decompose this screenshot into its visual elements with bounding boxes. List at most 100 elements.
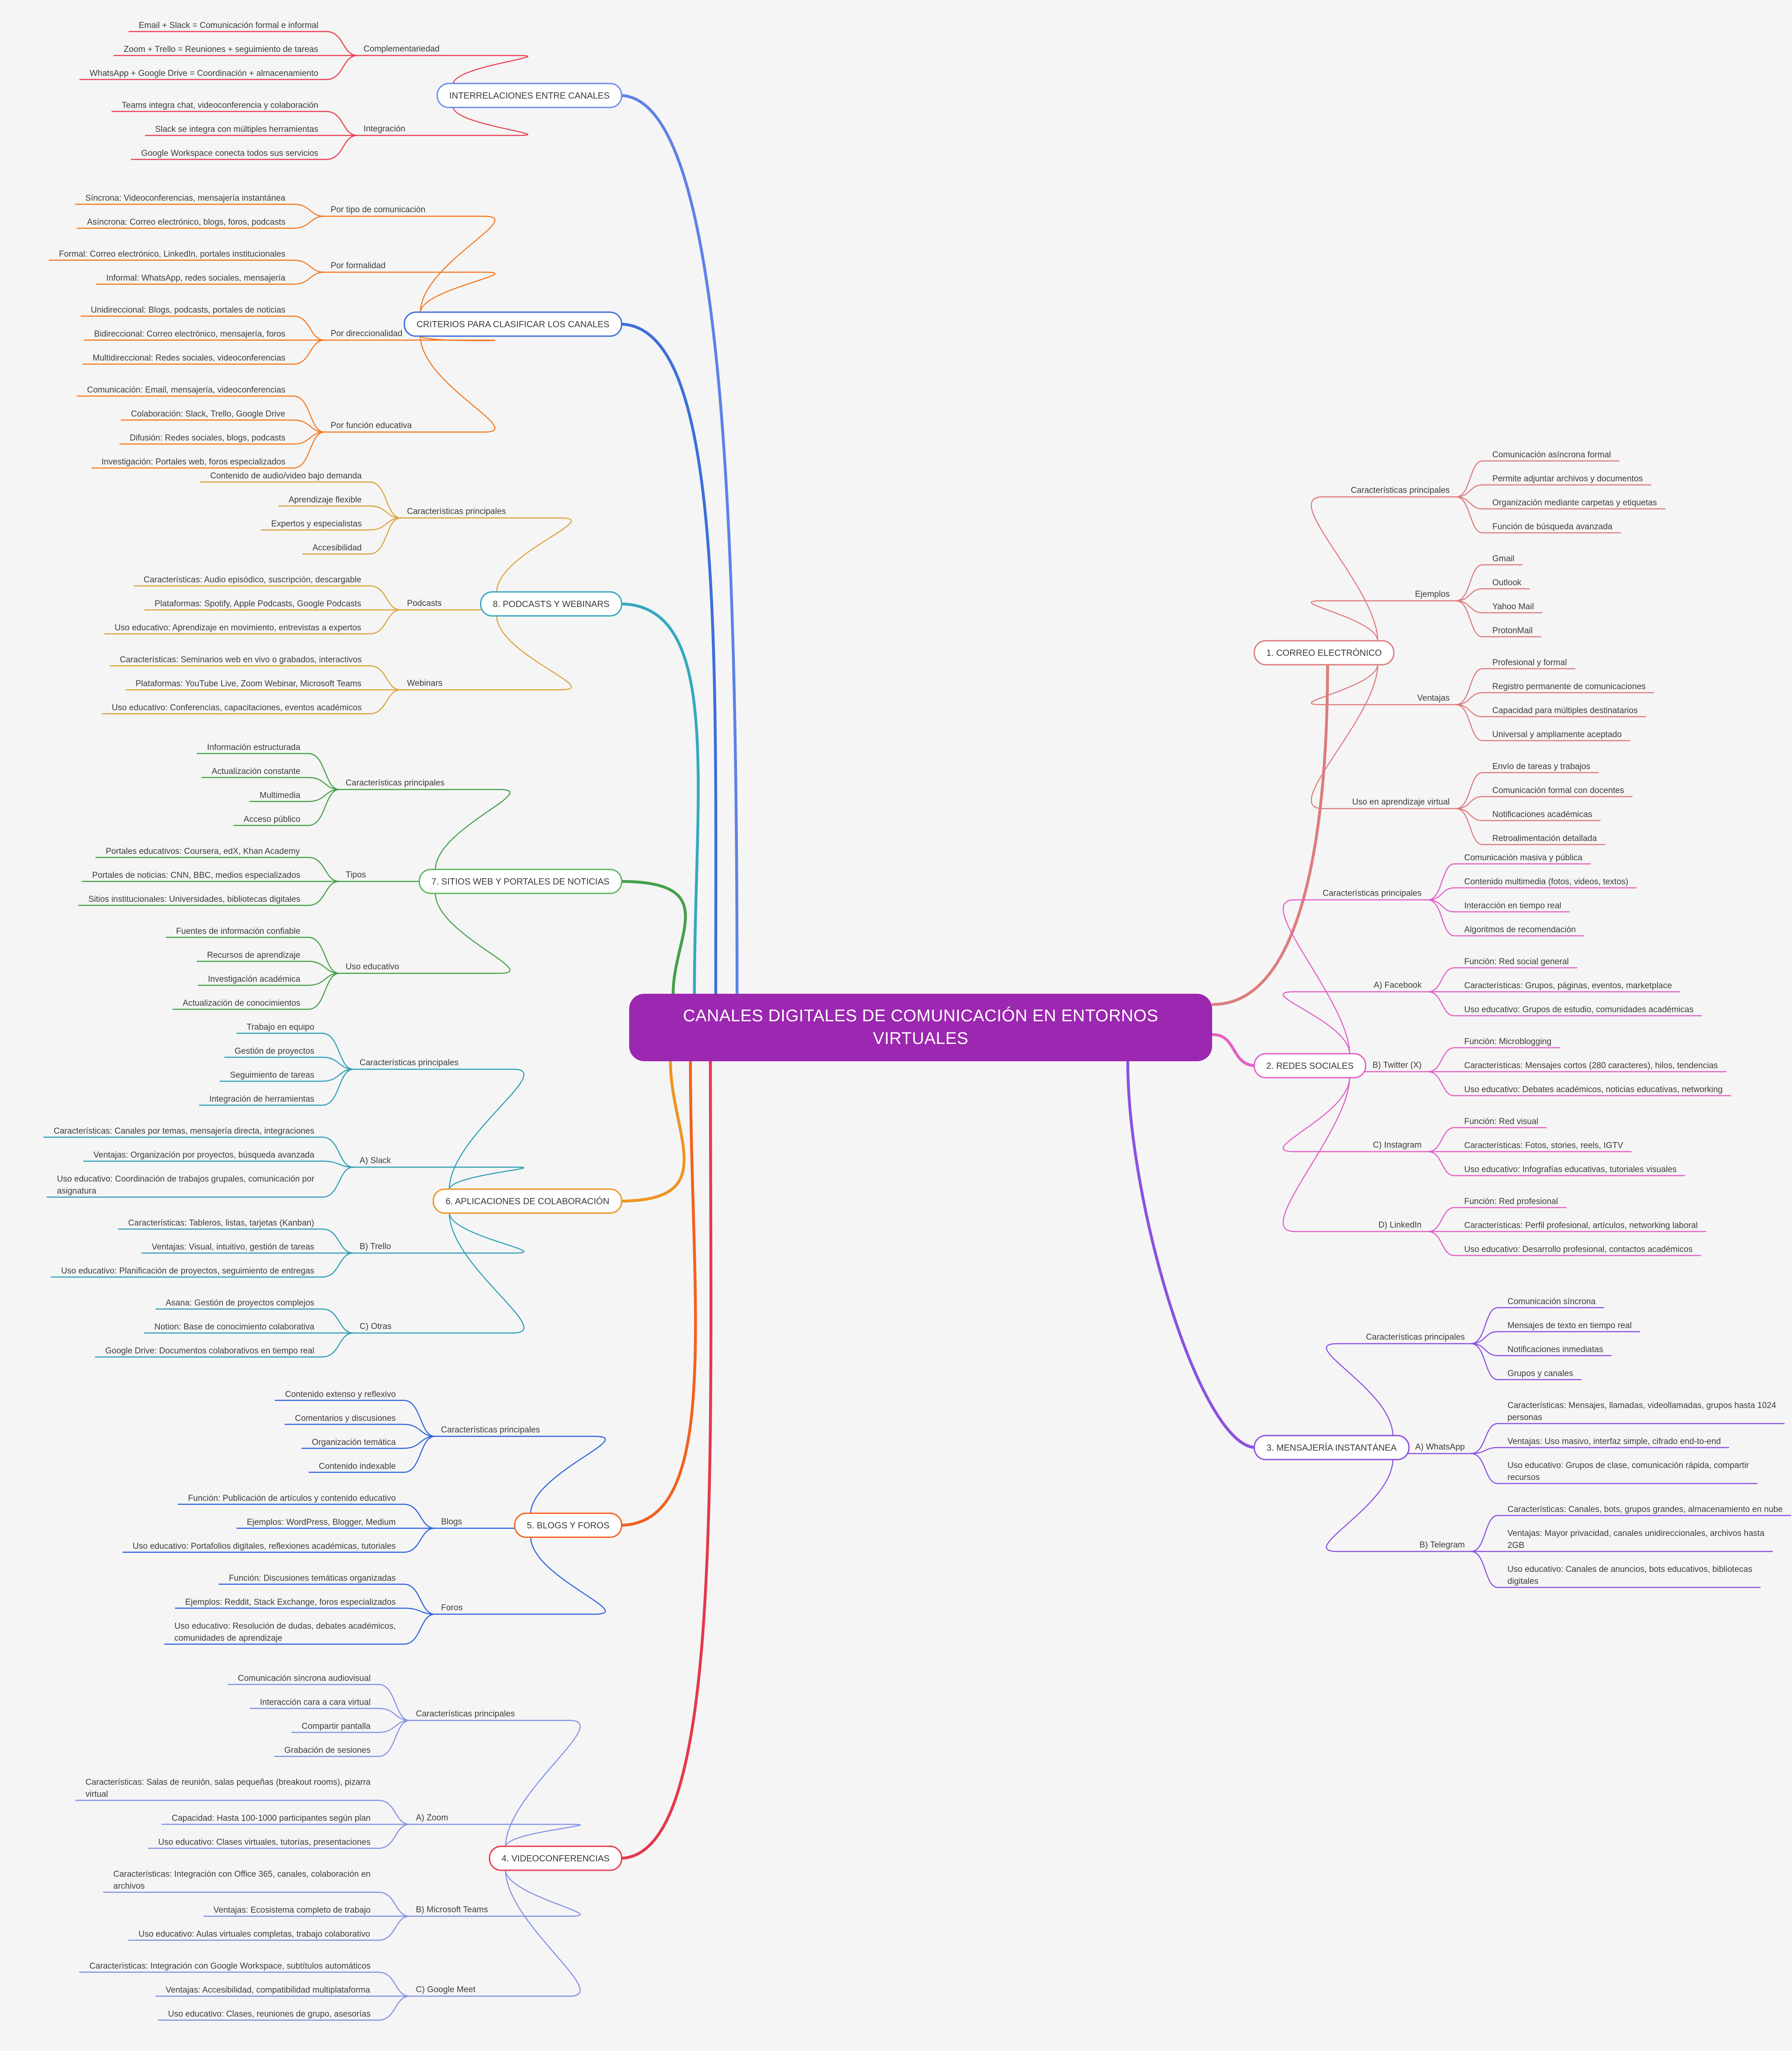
leaf-text[interactable]: Función: Red profesional: [1464, 1197, 1558, 1206]
leaf-text[interactable]: Portales educativos: Coursera, edX, Khan…: [106, 847, 300, 856]
topic-node-sitios[interactable]: 7. SITIOS WEB Y PORTALES DE NOTICIAS: [418, 869, 622, 894]
leaf-text[interactable]: Función: Red social general: [1464, 957, 1569, 967]
leaf-text[interactable]: WhatsApp + Google Drive = Coordinación +…: [90, 69, 318, 78]
leaf-text[interactable]: Características: Integración con Google …: [89, 1962, 370, 1971]
leaf-text[interactable]: 2GB: [1507, 1541, 1524, 1550]
leaf-text[interactable]: Función: Red visual: [1464, 1117, 1538, 1127]
subtopic-label[interactable]: C) Google Meet: [416, 1985, 476, 1995]
leaf-text[interactable]: Ventajas: Uso masivo, interfaz simple, c…: [1507, 1437, 1721, 1446]
leaf-text[interactable]: Función de búsqueda avanzada: [1492, 522, 1613, 532]
leaf-text[interactable]: virtual: [86, 1790, 108, 1799]
topic-node-redes[interactable]: 2. REDES SOCIALES: [1253, 1053, 1367, 1079]
subtopic-label[interactable]: Características principales: [416, 1710, 515, 1719]
leaf-text[interactable]: Características: Canales, bots, grupos g…: [1507, 1505, 1783, 1514]
leaf-text[interactable]: Acceso público: [244, 815, 301, 824]
subtopic-label[interactable]: Por formalidad: [331, 261, 386, 270]
topic-node-box[interactable]: [404, 311, 622, 337]
leaf-text[interactable]: Expertos y especialistas: [271, 520, 362, 529]
leaf-text[interactable]: Comunicación asíncrona formal: [1492, 450, 1611, 460]
leaf-text[interactable]: Algoritmos de recomendación: [1464, 925, 1576, 935]
leaf-text[interactable]: Integración de herramientas: [209, 1095, 314, 1104]
leaf-text[interactable]: Ventajas: Organización por proyectos, bú…: [93, 1150, 314, 1160]
leaf-text[interactable]: Actualización constante: [212, 767, 301, 776]
leaf-text[interactable]: Función: Publicación de artículos y cont…: [188, 1494, 396, 1503]
leaf-text[interactable]: Organización temática: [312, 1438, 396, 1447]
leaf-text[interactable]: Mensajes de texto en tiempo real: [1507, 1321, 1632, 1330]
leaf-text[interactable]: Notion: Base de conocimiento colaborativ…: [155, 1322, 315, 1332]
topic-node-blogs[interactable]: 5. BLOGS Y FOROS: [514, 1512, 622, 1538]
leaf-text[interactable]: Ventajas: Mayor privacidad, canales unid…: [1507, 1529, 1764, 1538]
leaf-text[interactable]: Función: Microblogging: [1464, 1037, 1551, 1047]
leaf-text[interactable]: Uso educativo: Grupos de estudio, comuni…: [1464, 1005, 1693, 1015]
leaf-text[interactable]: Comunicación: Email, mensajería, videoco…: [87, 385, 285, 395]
leaf-text[interactable]: Permite adjuntar archivos y documentos: [1492, 474, 1643, 484]
leaf-text[interactable]: Comunicación síncrona audiovisual: [238, 1674, 371, 1683]
topic-node-box[interactable]: [489, 1845, 622, 1871]
leaf-text[interactable]: Plataformas: YouTube Live, Zoom Webinar,…: [135, 679, 361, 689]
subtopic-label[interactable]: Integración: [364, 124, 405, 134]
leaf-text[interactable]: comunidades de aprendizaje: [174, 1634, 282, 1643]
leaf-text[interactable]: Notificaciones académicas: [1492, 810, 1592, 819]
topic-node-box[interactable]: [436, 83, 622, 108]
subtopic-label[interactable]: Características principales: [441, 1425, 540, 1435]
topic-node-colaboracion[interactable]: 6. APLICACIONES DE COLABORACIÓN: [432, 1188, 622, 1214]
leaf-text[interactable]: Difusión: Redes sociales, blogs, podcast…: [130, 433, 285, 443]
subtopic-label[interactable]: A) Slack: [360, 1156, 391, 1166]
leaf-text[interactable]: asignatura: [57, 1186, 96, 1196]
leaf-text[interactable]: Investigación: Portales web, foros espec…: [102, 457, 285, 467]
leaf-text[interactable]: Características: Fotos, stories, reels, …: [1464, 1141, 1623, 1150]
subtopic-label[interactable]: B) Twitter (X): [1372, 1061, 1422, 1070]
leaf-text[interactable]: Síncrona: Videoconferencias, mensajería …: [85, 194, 285, 203]
leaf-text[interactable]: Comunicación formal con docentes: [1492, 786, 1624, 795]
leaf-text[interactable]: Seguimiento de tareas: [230, 1071, 314, 1080]
leaf-text[interactable]: Yahoo Mail: [1492, 602, 1534, 611]
leaf-text[interactable]: Ejemplos: Reddit, Stack Exchange, foros …: [185, 1598, 396, 1607]
leaf-text[interactable]: Uso educativo: Planificación de proyecto…: [61, 1266, 314, 1276]
leaf-text[interactable]: Envío de tareas y trabajos: [1492, 762, 1590, 771]
subtopic-label[interactable]: Características principales: [1351, 486, 1450, 495]
subtopic-label[interactable]: Características principales: [1366, 1333, 1465, 1342]
leaf-text[interactable]: Multimedia: [260, 791, 301, 800]
leaf-text[interactable]: personas: [1507, 1413, 1542, 1422]
leaf-text[interactable]: Características: Mensajes, llamadas, vid…: [1507, 1401, 1776, 1410]
leaf-text[interactable]: Organización mediante carpetas y etiquet…: [1492, 498, 1657, 508]
subtopic-label[interactable]: Por función educativa: [331, 421, 412, 430]
subtopic-label[interactable]: Características principales: [1323, 889, 1422, 898]
leaf-text[interactable]: Investigación académica: [208, 975, 300, 984]
leaf-text[interactable]: Interacción cara a cara virtual: [260, 1698, 370, 1707]
leaf-text[interactable]: Uso educativo: Debates académicos, notic…: [1464, 1085, 1723, 1095]
subtopic-label[interactable]: B) Telegram: [1419, 1540, 1465, 1550]
leaf-text[interactable]: digitales: [1507, 1577, 1538, 1586]
leaf-text[interactable]: Universal y ampliamente aceptado: [1492, 730, 1622, 739]
subtopic-label[interactable]: Podcasts: [407, 599, 442, 608]
subtopic-label[interactable]: A) Zoom: [416, 1813, 448, 1823]
subtopic-label[interactable]: B) Trello: [360, 1242, 391, 1251]
topic-node-correo[interactable]: 1. CORREO ELECTRÓNICO: [1253, 640, 1395, 666]
leaf-text[interactable]: Contenido de audio/video bajo demanda: [210, 472, 362, 481]
leaf-text[interactable]: Asana: Gestión de proyectos complejos: [166, 1298, 314, 1308]
leaf-text[interactable]: Uso educativo: Grupos de clase, comunica…: [1507, 1461, 1749, 1470]
topic-node-box[interactable]: [1253, 1435, 1410, 1460]
subtopic-label[interactable]: Ejemplos: [1415, 590, 1450, 599]
leaf-text[interactable]: Unidireccional: Blogs, podcasts, portale…: [91, 305, 285, 315]
leaf-text[interactable]: Plataformas: Spotify, Apple Podcasts, Go…: [155, 599, 361, 609]
leaf-text[interactable]: Recursos de aprendizaje: [207, 951, 300, 960]
leaf-text[interactable]: Slack se integra con múltiples herramien…: [155, 125, 318, 134]
leaf-text[interactable]: Ventajas: Accesibilidad, compatibilidad …: [166, 1986, 370, 1995]
leaf-text[interactable]: Características: Integración con Office …: [113, 1870, 370, 1879]
subtopic-label[interactable]: C) Otras: [360, 1322, 392, 1331]
leaf-text[interactable]: Uso educativo: Portafolios digitales, re…: [133, 1542, 396, 1551]
leaf-text[interactable]: Uso educativo: Aulas virtuales completas…: [139, 1930, 370, 1939]
subtopic-label[interactable]: Características principales: [360, 1058, 459, 1067]
leaf-text[interactable]: Grabación de sesiones: [284, 1746, 370, 1755]
subtopic-label[interactable]: Foros: [441, 1603, 463, 1612]
subtopic-label[interactable]: Webinars: [407, 679, 443, 688]
topic-node-box[interactable]: [418, 869, 622, 894]
leaf-text[interactable]: Uso educativo: Canales de anuncios, bots…: [1507, 1565, 1752, 1574]
subtopic-label[interactable]: Uso educativo: [345, 962, 399, 972]
leaf-text[interactable]: Registro permanente de comunicaciones: [1492, 682, 1645, 691]
leaf-text[interactable]: Uso educativo: Coordinación de trabajos …: [57, 1174, 315, 1184]
subtopic-label[interactable]: Características principales: [407, 507, 506, 516]
leaf-text[interactable]: Outlook: [1492, 578, 1522, 587]
leaf-text[interactable]: Ejemplos: WordPress, Blogger, Medium: [247, 1518, 396, 1527]
